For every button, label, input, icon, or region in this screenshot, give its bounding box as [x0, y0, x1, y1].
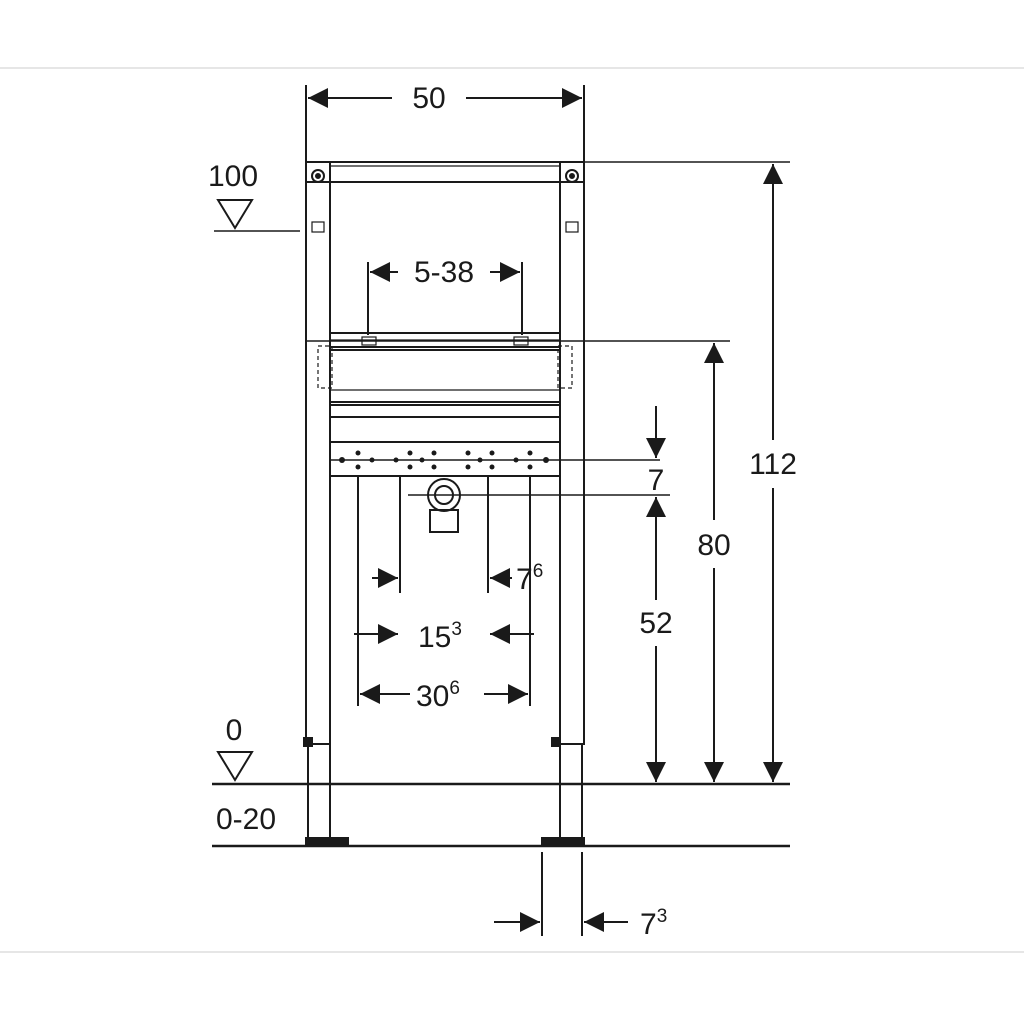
label-outlet-mid-sup: 3	[451, 619, 462, 640]
marker-left	[311, 221, 325, 233]
label-foot-offset: 73	[640, 906, 667, 941]
label-offset-7: 7	[648, 464, 665, 497]
label-outlet-mid-base: 15	[418, 621, 451, 654]
lower-bracket	[329, 404, 561, 418]
bolt-top-right	[565, 169, 579, 183]
label-outlet-outer-sup: 6	[449, 678, 460, 699]
label-outlet-mid: 153	[418, 619, 462, 654]
bolt-top-left	[311, 169, 325, 183]
level-triangle-0	[216, 751, 254, 782]
frame-group	[212, 85, 790, 936]
label-outlet-inner-sup: 6	[533, 561, 544, 582]
label-outlet-outer-base: 30	[416, 680, 449, 713]
label-rail-span: 5-38	[414, 256, 474, 289]
label-outlet-outer: 306	[416, 678, 460, 713]
right-foot-tube	[559, 743, 583, 841]
frame-top-bar	[305, 161, 585, 183]
frame-left-upright	[305, 161, 331, 745]
level-triangle-100	[216, 199, 254, 230]
label-width-50: 50	[412, 82, 445, 115]
label-height-112: 112	[749, 448, 797, 481]
marker-right	[565, 221, 579, 233]
label-height-80: 80	[697, 529, 730, 562]
label-outlet-inner-base: 7	[516, 563, 533, 596]
label-level-100: 100	[208, 160, 258, 193]
label-level-range: 0-20	[216, 803, 276, 836]
left-foot-tube	[307, 743, 331, 841]
label-outlet-inner: 76	[516, 561, 543, 596]
outlet-crossbar	[329, 441, 561, 477]
label-foot-offset-sup: 3	[657, 906, 668, 927]
frame-right-upright	[559, 161, 585, 745]
label-foot-offset-base: 7	[640, 908, 657, 941]
bracket-panel	[329, 349, 561, 403]
label-level-0: 0	[226, 714, 243, 747]
label-height-52: 52	[639, 607, 672, 640]
outlet-hole-pattern	[339, 450, 549, 470]
